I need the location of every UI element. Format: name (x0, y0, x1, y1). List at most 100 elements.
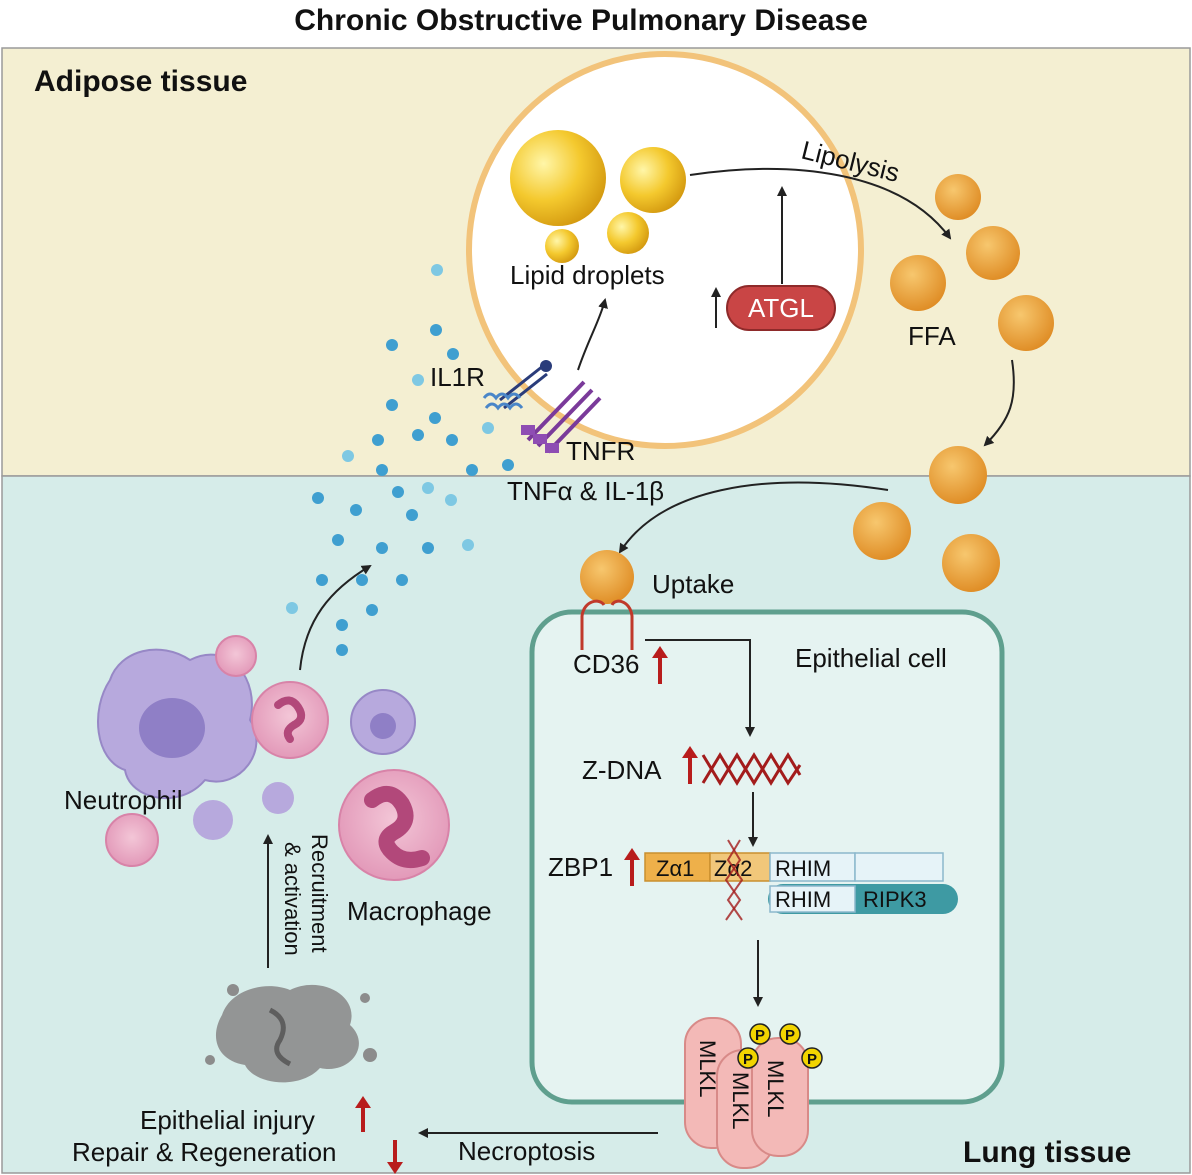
rhim-bottom-label: RHIM (775, 887, 831, 912)
ffa-molecule-icon (890, 255, 946, 311)
ffa-molecule-icon (998, 295, 1054, 351)
svg-text:P: P (807, 1051, 817, 1068)
lung-tissue-label: Lung tissue (963, 1136, 1131, 1169)
mlkl-label-2: MLKL (728, 1072, 753, 1129)
immune-cells (97, 635, 450, 881)
cytokine-dot-icon (372, 434, 384, 446)
phospho-badge-icon: P (737, 1047, 759, 1069)
recruitment-label-line1: Recruitment (307, 834, 332, 953)
uptake-arrow (618, 481, 889, 554)
epithelial-cell: Epithelial cell CD36 Z-DNA ZBP1 (529, 599, 1005, 1169)
mlkl-oligomer: MLKL MLKL MLKL P P P P (684, 1017, 823, 1169)
tnfr-label: TNFR (566, 436, 635, 466)
recruitment-label-line2: & activation (280, 842, 305, 956)
zbp1-label: ZBP1 (548, 852, 613, 882)
cytokine-dot-icon (462, 539, 474, 551)
adipose-tissue-label: Adipose tissue (34, 65, 247, 98)
mlkl-subunit-icon (751, 1037, 809, 1157)
neutrophil-label: Neutrophil (64, 785, 183, 815)
ripk3-protein: RHIM RIPK3 (768, 884, 958, 914)
cd36-receptor-icon (580, 599, 634, 650)
lipid-droplet-icon (620, 147, 686, 213)
rhim-top-label: RHIM (775, 856, 831, 881)
ffa-lung-cluster (853, 446, 1000, 592)
cytokine-dot-icon (386, 399, 398, 411)
cytokine-particles (286, 264, 514, 656)
cytokine-dot-icon (445, 494, 457, 506)
cytokine-dot-icon (392, 486, 404, 498)
ffa-molecule-icon (966, 226, 1020, 280)
svg-text:P: P (755, 1027, 765, 1044)
cd36-label: CD36 (573, 649, 639, 679)
necrotic-cell-debris-icon (205, 984, 377, 1083)
atgl-label: ATGL (748, 293, 814, 323)
ffa-molecule-icon (929, 446, 987, 504)
phospho-badge-icon: P (801, 1047, 823, 1069)
svg-text:P: P (743, 1051, 753, 1068)
cytokine-dot-icon (336, 619, 348, 631)
zdna-up-arrow-icon (682, 746, 698, 784)
cytokine-dot-icon (466, 464, 478, 476)
phospho-badge-icon: P (779, 1023, 801, 1045)
lipid-droplets-label: Lipid droplets (510, 260, 665, 290)
zbp1-protein: Zα1 Zα2 RHIM (644, 852, 944, 882)
rhim-domain-top (769, 852, 856, 882)
adipocyte-membrane (466, 51, 864, 449)
epithelial-injury-label: Epithelial injury (140, 1105, 315, 1135)
cytokine-dot-icon (429, 412, 441, 424)
cytokine-release-arrow (299, 564, 372, 671)
zdna-helix-icon (701, 752, 802, 786)
cytokine-dot-icon (376, 542, 388, 554)
cytokine-dot-icon (447, 348, 459, 360)
title-band (0, 0, 1192, 50)
ffa-molecule-icon (853, 502, 911, 560)
cytokine-dot-icon (356, 574, 368, 586)
ripk3-label: RIPK3 (863, 887, 927, 912)
tnfr-receptor-icon (521, 380, 602, 454)
macrophage-label: Macrophage (347, 896, 492, 926)
cytokine-dot-icon (286, 602, 298, 614)
cytokine-dot-icon (422, 542, 434, 554)
macrophage-nucleus (139, 698, 205, 758)
cytokine-dot-icon (431, 264, 443, 276)
macrophage-nucleus (370, 713, 396, 739)
cytokine-dot-icon (366, 604, 378, 616)
lipid-droplet-icon (545, 229, 579, 263)
diagram-title: Chronic Obstructive Pulmonary Disease (294, 4, 868, 37)
adipocyte: Lipid droplets ATGL (466, 51, 864, 449)
cytokine-dot-icon (446, 434, 458, 446)
cytokine-dot-icon (336, 644, 348, 656)
cytokine-dot-icon (482, 422, 494, 434)
neutrophil-cell-icon (105, 813, 159, 867)
necroptosis-label: Necroptosis (458, 1136, 595, 1166)
neutrophil-cell-icon (251, 681, 329, 759)
cytokine-dot-icon (342, 450, 354, 462)
cytokine-dot-icon (350, 504, 362, 516)
cd36-up-arrow-icon (652, 646, 668, 684)
repair-down-arrow-icon (387, 1140, 403, 1174)
ffa-molecule-icon (942, 534, 1000, 592)
ffa-label: FFA (908, 321, 956, 351)
zbp1-up-arrow-icon (624, 848, 640, 886)
lipid-droplet-icon (607, 212, 649, 254)
cd36-to-zdna-arrow (645, 639, 755, 737)
il1r-receptor-icon (482, 360, 552, 411)
lipolysis-arrow (689, 167, 952, 240)
za1-label: Zα1 (656, 856, 694, 881)
rhim-domain-bottom (769, 885, 856, 913)
cytokine-dot-icon (430, 324, 442, 336)
lipid-droplet-icon (510, 130, 606, 226)
ffa-uptake-icon (580, 550, 634, 604)
cytokine-dot-icon (412, 429, 424, 441)
mlkl-label-3: MLKL (763, 1060, 788, 1117)
neutrophil-cell-icon (215, 635, 257, 677)
zdna-label: Z-DNA (582, 755, 662, 785)
mlkl-label-1: MLKL (695, 1040, 720, 1097)
cytokine-dot-icon (422, 482, 434, 494)
svg-text:P: P (785, 1027, 795, 1044)
atgl-badge (726, 285, 836, 331)
ffa-cluster: FFA (890, 174, 1054, 351)
macrophage-nucleus (364, 786, 430, 868)
